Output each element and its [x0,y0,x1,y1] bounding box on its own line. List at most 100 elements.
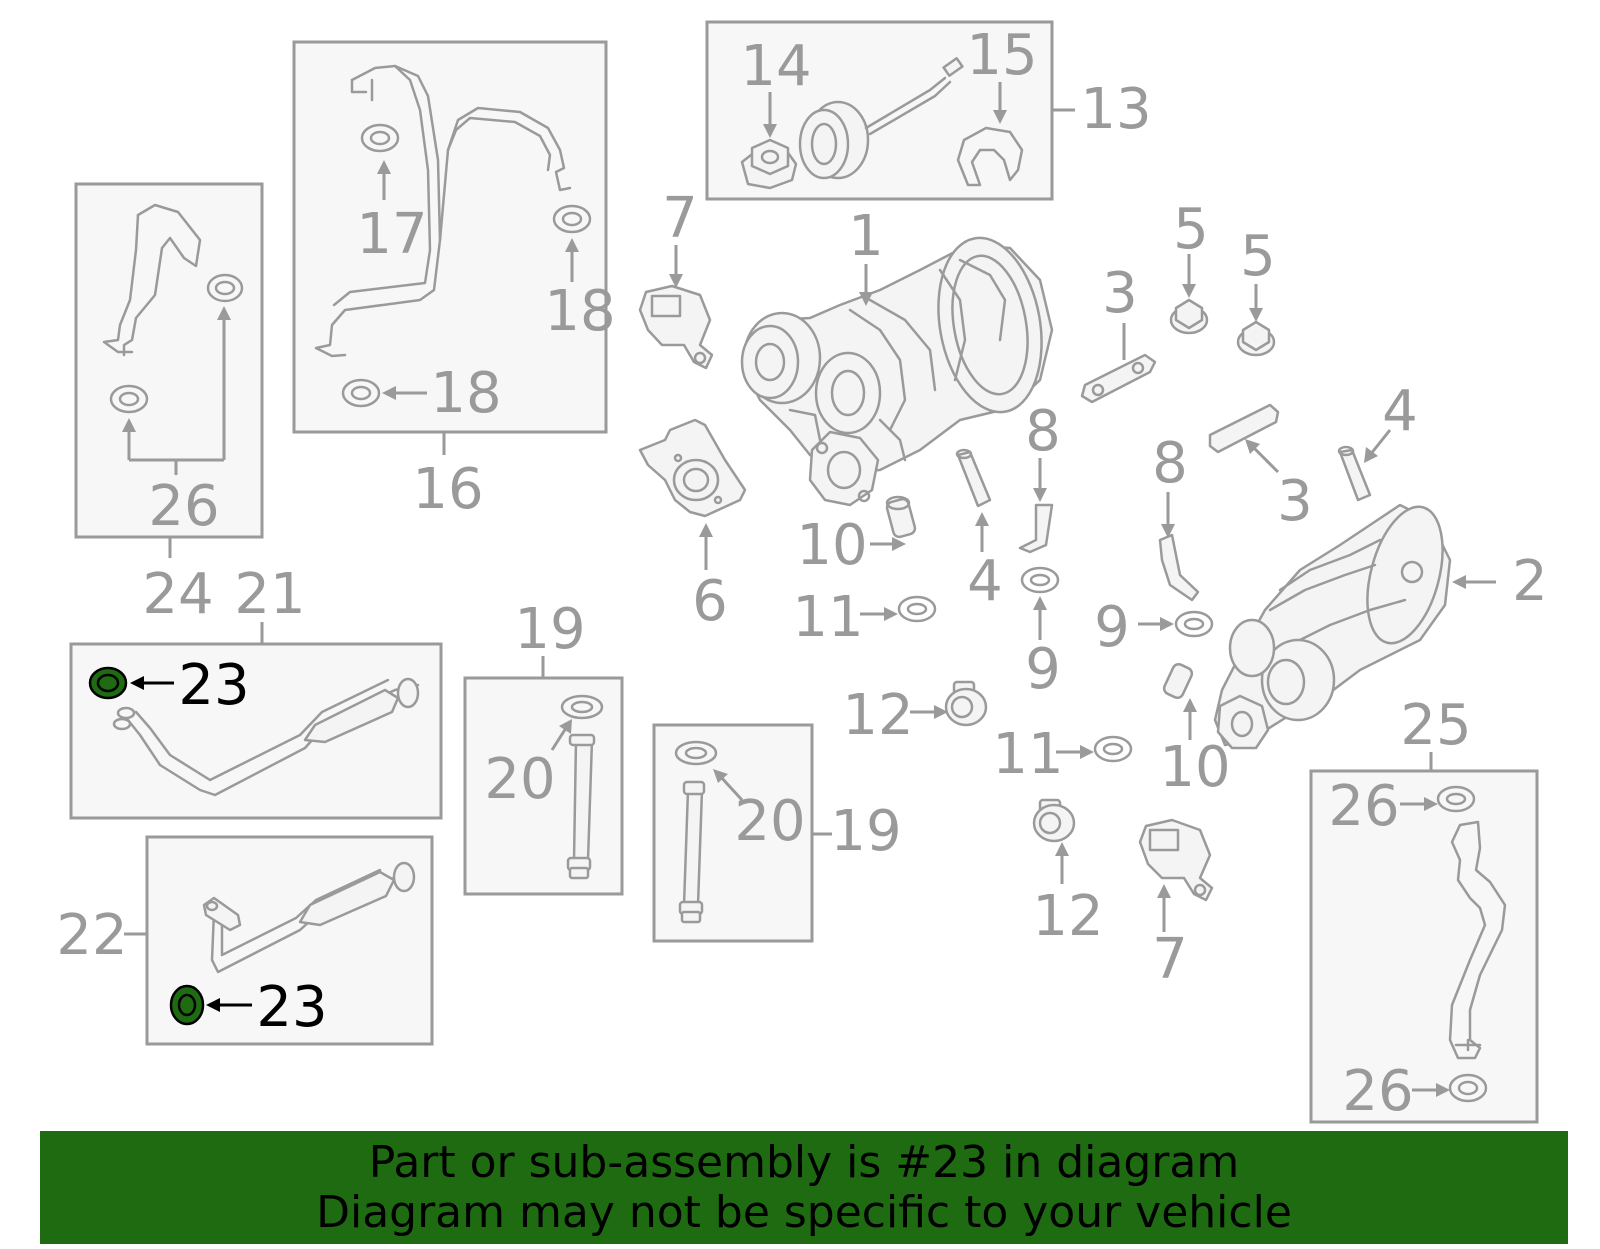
callout-12-upper: 12 [842,683,913,748]
leader-2 [1452,575,1496,589]
leader-8-left [1033,458,1047,502]
callout-4-right: 4 [1382,379,1418,444]
gasket-part-6 [638,418,747,518]
banner-line-1: Part or sub-assembly is #23 in diagram [368,1136,1240,1188]
callout-25: 25 [1400,693,1471,758]
callout-6: 6 [692,569,728,634]
leader-11-lower [1056,745,1094,759]
callout-4-left: 4 [967,549,1003,614]
group-box-25 [1309,769,1539,1124]
fitting-part-10-upper [885,495,917,539]
leader-26-box24 [122,306,231,475]
callout-10-lower: 10 [1159,735,1230,800]
leader-5-left [1182,254,1196,298]
callout-3-upper: 3 [1102,261,1138,326]
leader-12-upper [910,705,948,719]
leaders-box13 [763,82,1075,138]
leader-23-upper [130,676,174,690]
callout-17: 17 [356,202,427,267]
leader-3-lower [1245,439,1280,474]
callout-23-lower: 23 [256,975,327,1040]
callout-labels: 1 2 3 3 4 4 5 5 6 7 7 8 8 9 9 10 10 11 1… [56,23,1547,1124]
leader-1 [859,264,873,306]
bracket-part-3-lower [1208,403,1280,454]
leader-10-upper [870,537,906,551]
callout-23-upper: 23 [178,653,249,718]
callout-21: 21 [234,562,305,627]
callout-15: 15 [966,23,1037,88]
leader-23-lower [206,998,252,1012]
callout-14: 14 [740,34,811,99]
callout-26-box25-lower: 26 [1342,1059,1413,1124]
leader-7-upper [669,245,683,288]
callout-8-right: 8 [1152,431,1188,496]
pipe-part-22 [202,861,416,974]
callout-5-right: 5 [1240,224,1276,289]
callout-18-lower: 18 [430,361,501,426]
leader-20-left [550,719,572,751]
pipe-part-21 [112,677,420,797]
leader-6 [699,523,713,570]
callout-20-right: 20 [734,789,805,854]
nut-part-5-left [1169,298,1209,335]
oil-line-part-16 [314,64,592,408]
callout-11-upper: 11 [792,585,863,650]
washer-part-11-upper [897,595,937,623]
pipe-part-25 [1436,785,1507,1103]
banner-line-2: Diagram may not be specific to your vehi… [316,1186,1292,1238]
plug-part-12-upper [944,680,988,727]
callout-7-upper: 7 [662,186,698,251]
info-banner: Part or sub-assembly is #23 in diagram D… [40,1131,1568,1244]
callout-9-left: 9 [1025,637,1061,702]
callout-11-lower: 11 [992,722,1063,787]
bracket-part-8-left [1018,503,1054,554]
group-box-24 [74,182,264,539]
group-box-16 [292,40,608,434]
leaders-box16 [377,160,579,455]
callout-2: 2 [1512,549,1548,614]
callout-7-lower: 7 [1152,927,1188,992]
leader-10-lower [1183,698,1197,740]
callout-8-left: 8 [1025,399,1061,464]
leader-4-right [1364,429,1392,463]
washer-part-9-right [1174,610,1214,638]
solenoid-part-7-upper [638,284,714,370]
callout-9-right: 9 [1094,595,1130,660]
callout-10-upper: 10 [796,513,867,578]
callout-16: 16 [412,457,483,522]
stud-part-4-right [1337,445,1372,502]
callout-22: 22 [56,903,127,968]
callout-5-left: 5 [1173,197,1209,262]
seal-part-23-highlighted-lower [169,984,205,1026]
tube-part-19-right [674,740,718,924]
leader-5-right [1249,284,1263,322]
leader-9-right [1138,617,1174,631]
callout-18-upper: 18 [544,279,615,344]
bracket-part-8-right [1158,533,1200,602]
leader-9-left [1033,596,1047,640]
group-box-21 [69,642,443,820]
washer-part-11-lower [1093,735,1133,763]
stud-part-4-left [955,448,992,508]
solenoid-part-7-lower [1138,818,1214,902]
turbocharger-part-1 [740,236,1054,507]
leader-8-right [1161,492,1175,538]
plug-part-12-lower [1032,798,1076,843]
leaders-box25 [1400,752,1450,1097]
callout-12-lower: 12 [1032,884,1103,949]
leader-11-upper [860,607,898,621]
seal-part-23-highlighted-upper [88,666,128,700]
actuator-part-13 [740,57,1024,190]
callout-3-lower: 3 [1277,469,1313,534]
tube-part-19-left [560,694,604,880]
leader-4-left [975,512,989,552]
callout-24: 24 [142,562,213,627]
callout-13: 13 [1080,77,1151,142]
leader-20-right [713,769,744,802]
oil-pipe-part-24 [102,203,244,414]
callout-19-right: 19 [830,799,901,864]
callout-20-left: 20 [484,747,555,812]
fitting-part-10-lower [1162,662,1194,700]
leader-12-lower [1055,842,1069,884]
